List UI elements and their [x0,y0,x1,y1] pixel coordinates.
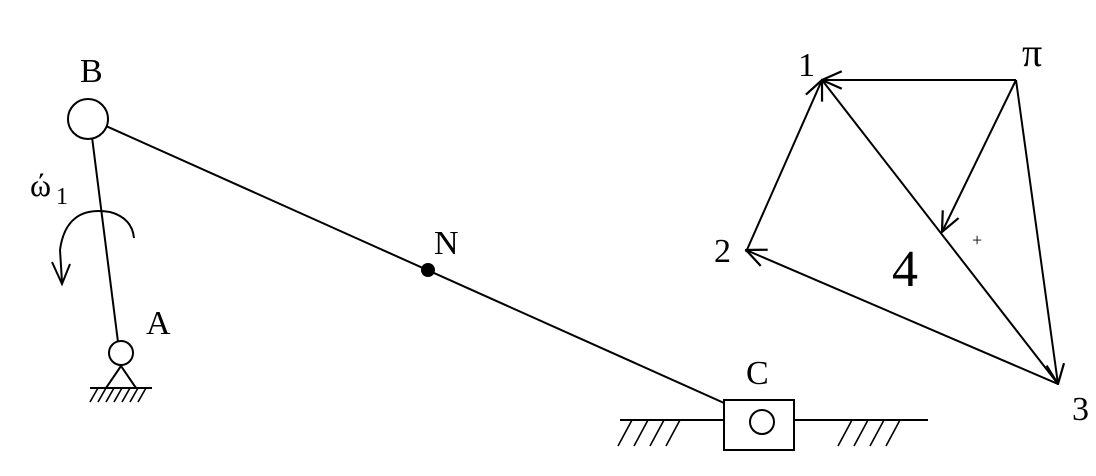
label-pi: π [1022,30,1042,75]
label-omega-subscript: 1 [56,184,68,210]
vector-pi-3 [1015,79,1058,384]
joint-c [749,409,775,435]
label-centroid-plus: + [972,230,982,250]
joint-b [67,98,109,140]
vector-3-2 [746,250,1059,385]
label-c: C [746,355,769,392]
vector-2-1 [745,80,822,253]
vector-pi-4 [942,79,1017,232]
point-n [421,263,435,277]
label-b: B [80,53,103,90]
label-point-1: 1 [798,47,815,84]
label-point-2: 2 [714,233,731,270]
joint-a [108,340,134,366]
label-point-4: 4 [892,241,918,298]
ground-support-a [89,365,152,403]
label-n: N [434,225,459,262]
line-1-3 [821,79,1059,385]
velocity-polygon [746,80,1058,384]
label-omega: ώ [30,167,51,203]
label-a: A [146,305,171,342]
angular-velocity-arrow [51,210,135,287]
label-point-3: 3 [1072,391,1089,428]
crank-ab [91,136,119,343]
